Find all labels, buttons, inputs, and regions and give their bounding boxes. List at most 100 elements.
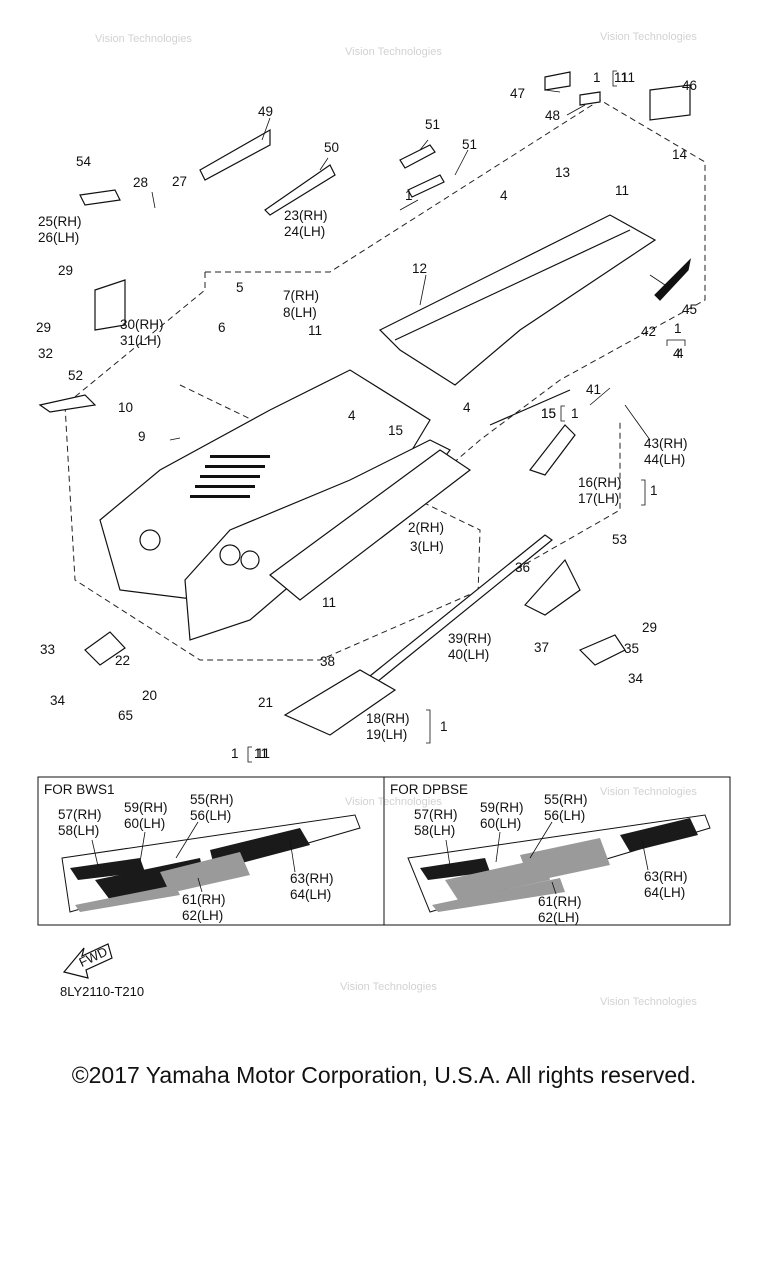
drawing-code: 8LY2110-T210 [60, 984, 144, 999]
callout: 22 [115, 653, 130, 668]
callout: 34 [50, 693, 66, 708]
callout: 1 [571, 406, 579, 421]
callout: 11 [254, 746, 268, 761]
running-board-rail [283, 389, 576, 736]
decal-label: 61(RH) [182, 892, 226, 907]
chassis-frame [99, 369, 472, 641]
callout: 1 [593, 70, 601, 85]
decal-label: 56(LH) [544, 808, 585, 823]
decal-label: 57(RH) [414, 807, 458, 822]
callout: 11 [614, 70, 628, 85]
leader-lines [151, 89, 669, 441]
callout: 2(RH) [408, 520, 444, 535]
kit-bracket-lines [247, 70, 686, 763]
callout: 9 [138, 429, 146, 444]
decal-label: 64(LH) [290, 887, 331, 902]
callout: 1 [650, 483, 658, 498]
decal-label: 60(LH) [480, 816, 521, 831]
callout: 21 [258, 695, 273, 710]
callout: 5 [236, 280, 244, 295]
callout: 16(RH) [578, 475, 622, 490]
callout: 1 [405, 188, 413, 203]
callout: 1 [231, 746, 239, 761]
callout: 47 [510, 86, 525, 101]
callout: 52 [68, 368, 83, 383]
copyright-notice: ©2017 Yamaha Motor Corporation, U.S.A. A… [71, 1062, 697, 1088]
decal-label: 62(LH) [182, 908, 223, 923]
variant-bws1: FOR BWS1 57(RH) 58(LH) 59(RH) 60(LH) 55(… [44, 782, 361, 923]
callout: 27 [172, 174, 187, 189]
callout: 51 [462, 137, 477, 152]
svg-text:Vision Technologies: Vision Technologies [345, 796, 442, 808]
callout: 6 [218, 320, 226, 335]
left-brackets [38, 71, 691, 666]
callout: 51 [425, 117, 440, 132]
callout: 17(LH) [578, 491, 619, 506]
callout: 45 [682, 302, 697, 317]
decal-label: 58(LH) [58, 823, 99, 838]
callout: 15 [541, 406, 556, 421]
callout: 41 [586, 382, 601, 397]
callout: 12 [412, 261, 427, 276]
callout-labels: 1 2(RH) 3(LH) 4 4 4 4 5 6 7(RH) 8(LH) 9 … [36, 70, 697, 761]
callout: 29 [642, 620, 657, 635]
decal-label: 55(RH) [190, 792, 234, 807]
decal-label: 56(LH) [190, 808, 231, 823]
callout: 29 [58, 263, 73, 278]
callout: 11 [256, 746, 270, 761]
decal-label: 59(RH) [480, 800, 524, 815]
callout: 18(RH) [366, 711, 410, 726]
callout: 4 [673, 346, 681, 361]
callout: 24(LH) [284, 224, 325, 239]
callout: 38 [320, 654, 335, 669]
callout: 19(LH) [366, 727, 407, 742]
callout: 31(LH) [120, 333, 161, 348]
callout: 4 [500, 188, 508, 203]
decal-label: 61(RH) [538, 894, 582, 909]
svg-text:Vision Technologies: Vision Technologies [600, 31, 697, 43]
callout: 26(LH) [38, 230, 79, 245]
callout: 10 [118, 400, 133, 415]
decal-label: 59(RH) [124, 800, 168, 815]
callout: 35 [624, 641, 639, 656]
callout: 20 [142, 688, 157, 703]
decal-label: 55(RH) [544, 792, 588, 807]
callout: 14 [672, 147, 688, 162]
callout: 1 [440, 719, 448, 734]
decal-label: 60(LH) [124, 816, 165, 831]
callout: 48 [545, 108, 560, 123]
decal-label: 62(LH) [538, 910, 579, 925]
callout: 50 [324, 140, 339, 155]
decal-variants: FOR BWS1 57(RH) 58(LH) 59(RH) 60(LH) 55(… [37, 776, 731, 926]
callout: 15 [388, 423, 403, 438]
variant-title: FOR BWS1 [44, 782, 115, 797]
watermark: Vision Technologies Vision Technologies … [95, 31, 697, 1008]
callout: 29 [36, 320, 51, 335]
callout: 39(RH) [448, 631, 492, 646]
variant-dpbse: FOR DPBSE 57(RH) 58(LH) 59(RH) 60(LH) 55… [390, 782, 711, 925]
callout: 8(LH) [283, 305, 317, 320]
callout: 13 [555, 165, 570, 180]
callout: 44(LH) [644, 452, 685, 467]
callout: 42 [641, 324, 656, 339]
callout: 28 [133, 175, 148, 190]
callout: 36 [515, 560, 530, 575]
callout: 54 [76, 154, 92, 169]
svg-text:Vision Technologies: Vision Technologies [600, 786, 697, 798]
callout: 3(LH) [410, 539, 444, 554]
callout: 4 [463, 400, 471, 415]
decal-label: 58(LH) [414, 823, 455, 838]
decal-label: 57(RH) [58, 807, 102, 822]
callout: 49 [258, 104, 273, 119]
decal-label: 63(RH) [644, 869, 688, 884]
callout: 11 [621, 70, 635, 85]
callout: 40(LH) [448, 647, 489, 662]
variant-title: FOR DPBSE [390, 782, 468, 797]
callout: 11 [308, 323, 322, 338]
fwd-arrow-icon: FWD [62, 943, 113, 979]
callout: 1 [674, 321, 682, 336]
callout: 53 [612, 532, 627, 547]
callout: 33 [40, 642, 55, 657]
callout: 11 [322, 595, 336, 610]
